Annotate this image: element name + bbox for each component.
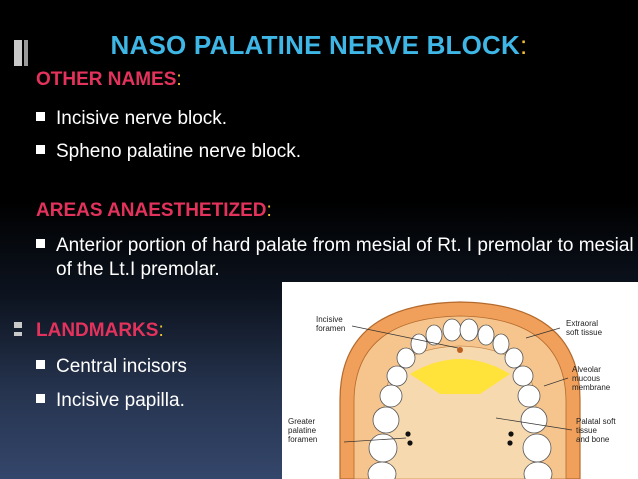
bullet-item: Anterior portion of hard palate from mes…	[36, 234, 636, 282]
greater-palatine-foramina	[405, 431, 514, 446]
section-heading-landmarks: LANDMARKS:	[36, 320, 164, 341]
bullet-square-icon	[36, 360, 45, 370]
bullet-square-icon	[36, 394, 45, 404]
incisive-papilla	[457, 347, 463, 353]
bullet-square-icon	[36, 239, 45, 249]
decor-bar	[14, 322, 22, 328]
decor-bar	[14, 40, 22, 66]
section-heading-areas: AREAS ANAESTHETIZED:	[36, 200, 272, 221]
bullet-square-icon	[36, 145, 45, 155]
anesthetized-area	[410, 359, 510, 394]
bullet-item: Incisive nerve block.	[36, 107, 227, 131]
decor-bar	[14, 332, 22, 336]
bullet-square-icon	[36, 112, 45, 122]
bullet-item: Spheno palatine nerve block.	[36, 140, 301, 164]
decor-bar	[24, 40, 28, 66]
leader-lines	[343, 325, 573, 443]
bullet-item: Incisive papilla.	[36, 389, 185, 413]
section-heading-other-names: OTHER NAMES:	[36, 69, 182, 90]
bullet-item: Central incisors	[36, 355, 187, 379]
slide-title: NASO PALATINE NERVE BLOCK:	[110, 30, 528, 60]
